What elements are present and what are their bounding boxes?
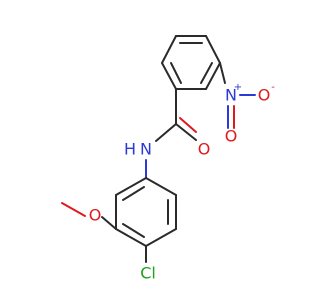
amide-group: O H N: [124, 88, 211, 179]
bond-ring2-double-3: [122, 223, 145, 238]
bond-ring1-c: [205, 62, 221, 90]
chloromethoxyphenyl-ring: [115, 177, 177, 247]
bond-methoxy-o-ch3: [61, 202, 86, 217]
amide-h-label: H: [124, 140, 136, 159]
amide-o-label: O: [198, 140, 211, 159]
bond-ring2-methoxy-o: [101, 216, 117, 230]
molecule-structure: N + O - O O H N O Cl: [61, 35, 275, 283]
bond-ring2-c: [145, 228, 177, 247]
nitro-n-label: N: [225, 86, 237, 105]
nitrophenyl-ring: [161, 35, 221, 90]
bond-c-nitro: [219, 62, 226, 84]
bond-ring2-a: [145, 177, 177, 196]
bond-carbonyl-o: [175, 123, 197, 141]
bond-ring1-double-2: [200, 62, 213, 84]
methoxy-o-label: O: [89, 206, 102, 225]
amide-n-label: N: [140, 140, 152, 159]
bond-ring2-d: [115, 228, 147, 247]
nitro-n-charge: +: [234, 82, 242, 93]
nitro-o-single-charge: -: [271, 82, 275, 93]
bond-carbonyl-n: [155, 123, 177, 142]
bond-ring1-e: [161, 62, 177, 90]
bond-ring2-f: [115, 177, 147, 196]
nitro-o-single-label: O: [258, 86, 271, 105]
chloro-group: Cl: [140, 245, 156, 283]
bond-ring1-f: [161, 35, 177, 64]
bond-ring1-b: [205, 35, 221, 64]
nitro-group: N + O - O: [219, 62, 275, 146]
bond-ring1-double-3: [170, 62, 182, 84]
bond-carbonyl-o-double: [179, 117, 197, 133]
chlorine-label: Cl: [140, 264, 156, 283]
nitro-o-double-label: O: [225, 127, 238, 146]
methoxy-group: O: [61, 202, 117, 230]
bond-ring2-double-2: [122, 186, 145, 201]
